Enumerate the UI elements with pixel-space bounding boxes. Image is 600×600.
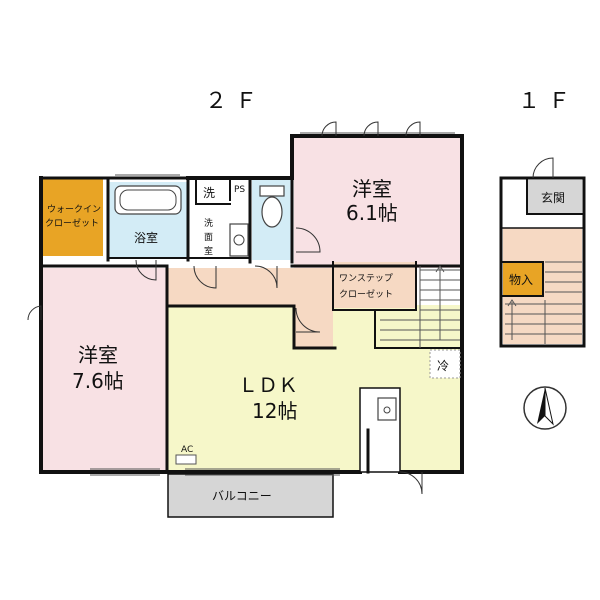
hall-fill bbox=[167, 268, 295, 305]
north-arrow-icon bbox=[523, 386, 567, 430]
walls-2f bbox=[39, 134, 464, 474]
bathtub-icon bbox=[114, 185, 182, 215]
one-step-closet-label-1: ワンステップ bbox=[339, 273, 393, 284]
fridge-label: 冷 bbox=[437, 359, 449, 373]
one-step-closet-label-2: クローゼット bbox=[339, 288, 393, 300]
western-room-left-size: 7.6帖 bbox=[72, 369, 124, 393]
walk-in-closet-label-1: ウォークイン bbox=[47, 204, 101, 215]
ac-label: AC bbox=[181, 445, 193, 455]
walk-in-closet-label-2: クローゼット bbox=[45, 217, 99, 229]
balcony-fill bbox=[167, 473, 334, 518]
stairs-2f bbox=[380, 265, 460, 348]
stairs-1f bbox=[505, 261, 582, 344]
floor-label-1f: １Ｆ bbox=[518, 89, 578, 114]
western-room-top-fill bbox=[294, 136, 462, 268]
entrance-label: 玄関 bbox=[541, 190, 565, 205]
one-step-closet-fill bbox=[333, 262, 416, 308]
ldk-size: 12帖 bbox=[252, 399, 297, 423]
toilet-icon bbox=[259, 185, 285, 228]
doors-1f bbox=[532, 157, 554, 179]
western-room-left-label: 洋室 bbox=[78, 343, 118, 367]
walk-in-closet-fill bbox=[43, 178, 103, 256]
doors bbox=[27, 121, 423, 495]
room-fills bbox=[43, 136, 582, 518]
washroom-label-1: 洗 bbox=[204, 217, 213, 229]
laundry-label: 洗 bbox=[203, 186, 215, 200]
bath-label: 浴室 bbox=[134, 230, 158, 245]
washroom-label-3: 室 bbox=[204, 245, 213, 257]
western-room-left-fill bbox=[43, 268, 167, 472]
western-room-top-size: 6.1帖 bbox=[346, 201, 398, 225]
ps-label: PS bbox=[234, 185, 245, 195]
fridge-space bbox=[429, 349, 461, 379]
windows bbox=[90, 132, 455, 476]
kitchen-sink-icon bbox=[377, 397, 397, 421]
walls-1f bbox=[499, 176, 586, 348]
ac-unit bbox=[175, 454, 197, 465]
washroom-label-2: 面 bbox=[204, 232, 213, 243]
storage-fill bbox=[503, 262, 543, 296]
wash-basin-icon bbox=[229, 223, 249, 257]
floor-label-2f: ２Ｆ bbox=[205, 89, 265, 114]
western-room-top-label: 洋室 bbox=[352, 177, 392, 201]
entrance-fill bbox=[527, 180, 582, 214]
balcony-label: バルコニー bbox=[212, 489, 272, 503]
storage-label: 物入 bbox=[509, 273, 533, 287]
ldk-label: ＬＤＫ bbox=[238, 373, 298, 397]
